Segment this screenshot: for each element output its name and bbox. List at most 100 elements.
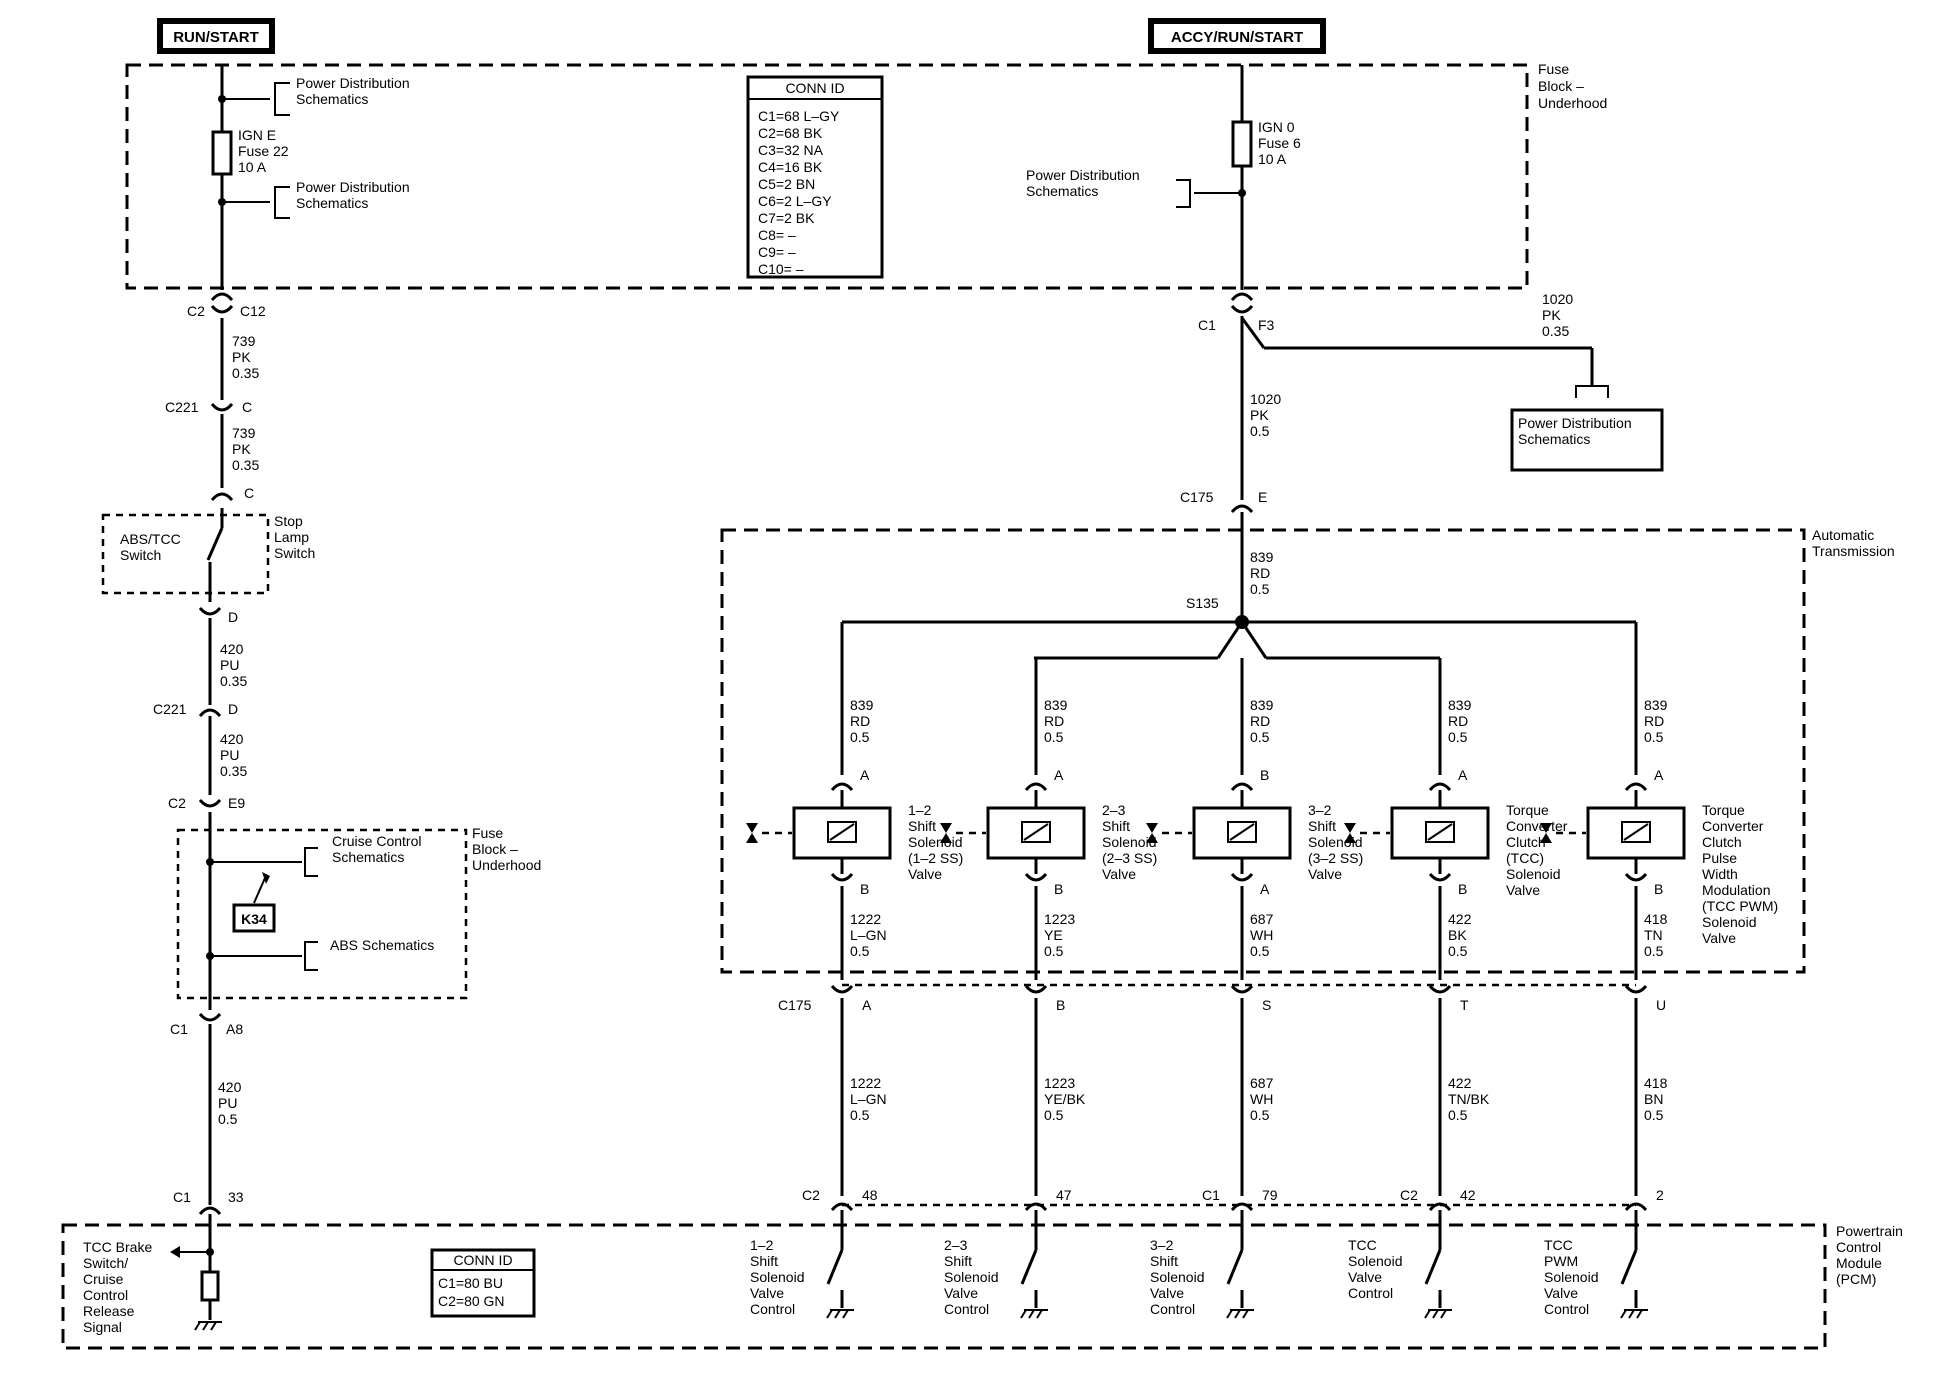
svg-text:C2=80 GN: C2=80 GN	[438, 1293, 505, 1309]
pcm-circuit-label: Control	[750, 1301, 795, 1317]
wire-mid-label: 687	[1250, 911, 1274, 927]
svg-text:Control: Control	[83, 1287, 128, 1303]
svg-text:Module: Module	[1836, 1255, 1882, 1271]
svg-text:TCC Brake: TCC Brake	[83, 1239, 152, 1255]
pcm-pin: 2	[1656, 1187, 1664, 1203]
left-column-labels: Power Distribution Schematics IGN E Fuse…	[120, 75, 541, 1205]
accy-run-start-pill: ACCY/RUN/START	[1148, 18, 1326, 54]
svg-text:Underhood: Underhood	[1538, 95, 1607, 111]
svg-text:Schematics: Schematics	[1026, 183, 1098, 199]
pin-top: A	[1458, 767, 1468, 783]
pcm-circuit-label: Control	[1150, 1301, 1195, 1317]
accy-run-start-label: ACCY/RUN/START	[1171, 29, 1303, 46]
solenoid-label: Valve	[1102, 866, 1136, 882]
pcm-circuit-label: PWM	[1544, 1253, 1578, 1269]
conn-id-row: C5=2 BN	[758, 176, 815, 192]
svg-text:Powertrain: Powertrain	[1836, 1223, 1903, 1239]
solenoid-label: Valve	[1308, 866, 1342, 882]
svg-text:E: E	[1258, 489, 1267, 505]
svg-text:CONN ID: CONN ID	[453, 1252, 512, 1268]
svg-text:Fuse: Fuse	[1538, 61, 1569, 77]
solenoid-circuit: 839RD0.5ATorqueConverterClutchPulseWidth…	[1540, 622, 1778, 1319]
pcm-pin: 48	[862, 1187, 878, 1203]
svg-text:420: 420	[218, 1079, 242, 1095]
svg-text:420: 420	[220, 731, 244, 747]
wire-top-label: RD	[1044, 713, 1064, 729]
svg-text:CONN ID: CONN ID	[785, 80, 844, 96]
svg-text:1020: 1020	[1542, 291, 1573, 307]
svg-text:PK: PK	[1250, 407, 1269, 423]
solenoid-label: Solenoid	[908, 834, 963, 850]
wire-low-label: 0.5	[1044, 1107, 1064, 1123]
wire-top-label: RD	[1644, 713, 1664, 729]
svg-text:Power Distribution: Power Distribution	[1026, 167, 1140, 183]
wire-mid-label: 0.5	[1250, 943, 1270, 959]
solenoid-label: (1–2 SS)	[908, 850, 963, 866]
svg-text:1020: 1020	[1250, 391, 1281, 407]
svg-text:C221: C221	[165, 399, 199, 415]
svg-text:K34: K34	[241, 911, 267, 927]
svg-text:C221: C221	[153, 701, 187, 717]
wire-mid-label: 422	[1448, 911, 1472, 927]
svg-text:0.5: 0.5	[218, 1111, 238, 1127]
fuse-block-top-label: Fuse Block – Underhood	[1538, 61, 1607, 111]
svg-text:PK: PK	[232, 349, 251, 365]
wire-top-label: 0.5	[1448, 729, 1468, 745]
conn-id-row: C6=2 L–GY	[758, 193, 832, 209]
conn-id-row: C9= –	[758, 244, 796, 260]
pcm-circuit-label: Shift	[750, 1253, 778, 1269]
solenoid-label: Solenoid	[1506, 866, 1561, 882]
pcm-circuit-label: Shift	[1150, 1253, 1178, 1269]
pin-bottom: A	[1260, 881, 1270, 897]
wire-mid-label: TN	[1644, 927, 1663, 943]
wire-top-label: 839	[1044, 697, 1068, 713]
svg-text:F3: F3	[1258, 317, 1275, 333]
wire-low-label: WH	[1250, 1091, 1273, 1107]
pcm-circuit-label: 2–3	[944, 1237, 968, 1253]
pcm-circuit-label: Control	[1544, 1301, 1589, 1317]
pin-bottom: B	[860, 881, 869, 897]
svg-text:C1: C1	[170, 1021, 188, 1037]
svg-text:D: D	[228, 701, 238, 717]
svg-text:C1=80 BU: C1=80 BU	[438, 1275, 503, 1291]
svg-text:C: C	[242, 399, 252, 415]
wire-low-label: 0.5	[1644, 1107, 1664, 1123]
pin-bottom: B	[1054, 881, 1063, 897]
wire-low-label: 1223	[1044, 1075, 1075, 1091]
solenoid-label: 3–2	[1308, 802, 1332, 818]
pin-top: B	[1260, 767, 1269, 783]
wire-top-label: 0.5	[1250, 729, 1270, 745]
svg-text:420: 420	[220, 641, 244, 657]
wire-mid-label: 0.5	[1644, 943, 1664, 959]
svg-text:739: 739	[232, 425, 256, 441]
pcm-circuit-label: 3–2	[1150, 1237, 1174, 1253]
wire-low-label: 0.5	[1448, 1107, 1468, 1123]
svg-text:Transmission: Transmission	[1812, 543, 1895, 559]
svg-text:Schematics: Schematics	[332, 849, 404, 865]
pcm-pin: 42	[1460, 1187, 1476, 1203]
svg-text:Power Distribution: Power Distribution	[1518, 415, 1632, 431]
svg-text:0.5: 0.5	[1250, 581, 1270, 597]
wire-top-label: 0.5	[1644, 729, 1664, 745]
solenoid-label: 1–2	[908, 802, 932, 818]
solenoid-label: (TCC)	[1506, 850, 1544, 866]
svg-text:Power Distribution: Power Distribution	[296, 75, 410, 91]
pin-bottom: B	[1654, 881, 1663, 897]
svg-text:0.5: 0.5	[1250, 423, 1270, 439]
conn-id-row: C7=2 BK	[758, 210, 815, 226]
pcm-circuit-label: TCC	[1544, 1237, 1573, 1253]
solenoid-label: Width	[1702, 866, 1738, 882]
svg-text:Schematics: Schematics	[296, 91, 368, 107]
solenoid-label: Shift	[1308, 818, 1336, 834]
conn-id-row: C10= –	[758, 261, 804, 277]
solenoid-label: Valve	[1702, 930, 1736, 946]
svg-text:Control: Control	[1836, 1239, 1881, 1255]
svg-text:C1: C1	[173, 1189, 191, 1205]
svg-text:E9: E9	[228, 795, 245, 811]
svg-text:Underhood: Underhood	[472, 857, 541, 873]
pin-bottom: B	[1458, 881, 1467, 897]
svg-text:C: C	[244, 485, 254, 501]
